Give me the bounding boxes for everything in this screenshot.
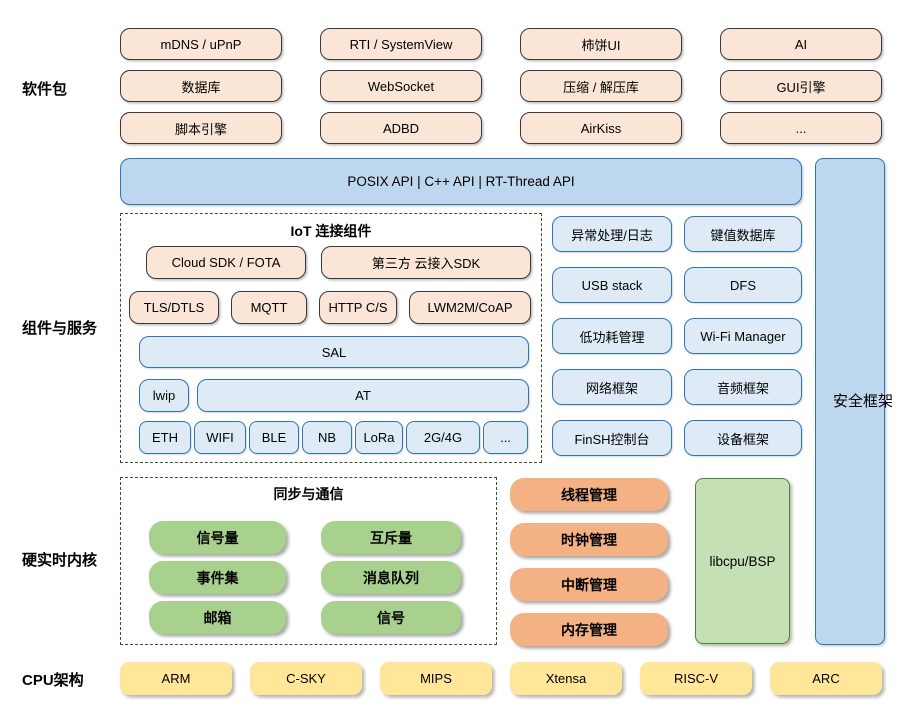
- side-label-software-packages: 软件包: [22, 81, 68, 98]
- mgmt-clock: 时钟管理: [510, 523, 668, 556]
- iot-lwm2m-coap: LWM2M/CoAP: [409, 291, 531, 324]
- sync-ipc-group: 同步与通信 信号量 互斥量 事件集 消息队列 邮箱 信号: [120, 477, 497, 645]
- iot-group-title: IoT 连接组件: [290, 223, 372, 239]
- iot-sal-box: SAL: [139, 336, 529, 368]
- kernel-management-column: 线程管理 时钟管理 中断管理 内存管理: [510, 478, 668, 646]
- link-wifi: WIFI: [194, 421, 246, 454]
- iot-tls-dtls: TLS/DTLS: [129, 291, 219, 324]
- mgmt-interrupt: 中断管理: [510, 568, 668, 601]
- software-packages-section: mDNS / uPnP RTI / SystemView 柿饼UI AI 数据库…: [120, 28, 882, 144]
- iot-http-cs: HTTP C/S: [319, 291, 397, 324]
- package-airkiss: AirKiss: [520, 112, 682, 144]
- cpu-riscv: RISC-V: [640, 662, 752, 695]
- sync-grid: 信号量 互斥量 事件集 消息队列 邮箱 信号: [121, 505, 496, 634]
- package-rti-systemview: RTI / SystemView: [320, 28, 482, 60]
- services-grid: 异常处理/日志 键值数据库 USB stack DFS 低功耗管理 Wi-Fi …: [552, 216, 802, 456]
- link-more: ...: [483, 421, 528, 454]
- libcpu-bsp-box: libcpu/BSP: [695, 478, 790, 644]
- cpu-arm: ARM: [120, 662, 232, 695]
- iot-at: AT: [197, 379, 529, 412]
- mgmt-thread: 线程管理: [510, 478, 668, 511]
- package-script-engine: 脚本引擎: [120, 112, 282, 144]
- package-compression: 压缩 / 解压库: [520, 70, 682, 102]
- service-kv-database: 键值数据库: [684, 216, 802, 252]
- link-lora: LoRa: [355, 421, 403, 454]
- cpu-xtensa: Xtensa: [510, 662, 622, 695]
- iot-protocol-row: TLS/DTLS MQTT HTTP C/S LWM2M/CoAP: [129, 291, 541, 324]
- package-database: 数据库: [120, 70, 282, 102]
- iot-sdk-row: Cloud SDK / FOTA 第三方 云接入SDK: [146, 246, 541, 279]
- iot-third-party-cloud-sdk: 第三方 云接入SDK: [321, 246, 531, 279]
- link-ble: BLE: [249, 421, 299, 454]
- iot-network-row: lwip AT: [139, 379, 541, 412]
- service-exception-log: 异常处理/日志: [552, 216, 672, 252]
- iot-cloud-sdk-fota: Cloud SDK / FOTA: [146, 246, 306, 279]
- package-websocket: WebSocket: [320, 70, 482, 102]
- service-usb-stack: USB stack: [552, 267, 672, 303]
- iot-mqtt: MQTT: [231, 291, 307, 324]
- sync-semaphore: 信号量: [149, 521, 286, 554]
- side-label-cpu-arch: CPU架构: [22, 672, 84, 689]
- link-nb: NB: [302, 421, 352, 454]
- link-eth: ETH: [139, 421, 191, 454]
- package-persimmon-ui: 柿饼UI: [520, 28, 682, 60]
- service-finsh-console: FinSH控制台: [552, 420, 672, 456]
- service-dfs: DFS: [684, 267, 802, 303]
- cpu-arch-row: ARM C-SKY MIPS Xtensa RISC-V ARC: [120, 662, 882, 695]
- cpu-csky: C-SKY: [250, 662, 362, 695]
- service-device-framework: 设备框架: [684, 420, 802, 456]
- iot-link-row: ETH WIFI BLE NB LoRa 2G/4G ...: [139, 421, 541, 454]
- service-network-framework: 网络框架: [552, 369, 672, 405]
- api-layer-bar: POSIX API | C++ API | RT-Thread API: [120, 158, 802, 205]
- side-label-components-services: 组件与服务: [22, 320, 98, 337]
- package-more: ...: [720, 112, 882, 144]
- service-wifi-manager: Wi-Fi Manager: [684, 318, 802, 354]
- cpu-mips: MIPS: [380, 662, 492, 695]
- iot-lwip: lwip: [139, 379, 189, 412]
- package-ai: AI: [720, 28, 882, 60]
- sync-msg-queue: 消息队列: [321, 561, 461, 594]
- cpu-arc: ARC: [770, 662, 882, 695]
- service-audio-framework: 音频框架: [684, 369, 802, 405]
- sync-event-set: 事件集: [149, 561, 286, 594]
- package-gui-engine: GUI引擎: [720, 70, 882, 102]
- sync-group-title: 同步与通信: [273, 486, 344, 502]
- sync-mailbox: 邮箱: [149, 601, 286, 634]
- service-low-power-mgmt: 低功耗管理: [552, 318, 672, 354]
- security-framework-box: 安全框架: [815, 158, 894, 645]
- sync-mutex: 互斥量: [321, 521, 461, 554]
- mgmt-memory: 内存管理: [510, 613, 668, 646]
- sync-signal: 信号: [321, 601, 461, 634]
- iot-components-group: IoT 连接组件 Cloud SDK / FOTA 第三方 云接入SDK TLS…: [120, 213, 542, 463]
- security-framework-label: 安全框架: [833, 392, 894, 410]
- package-adbd: ADBD: [320, 112, 482, 144]
- link-2g4g: 2G/4G: [406, 421, 480, 454]
- side-label-realtime-kernel: 硬实时内核: [22, 552, 98, 569]
- package-mdns-upnp: mDNS / uPnP: [120, 28, 282, 60]
